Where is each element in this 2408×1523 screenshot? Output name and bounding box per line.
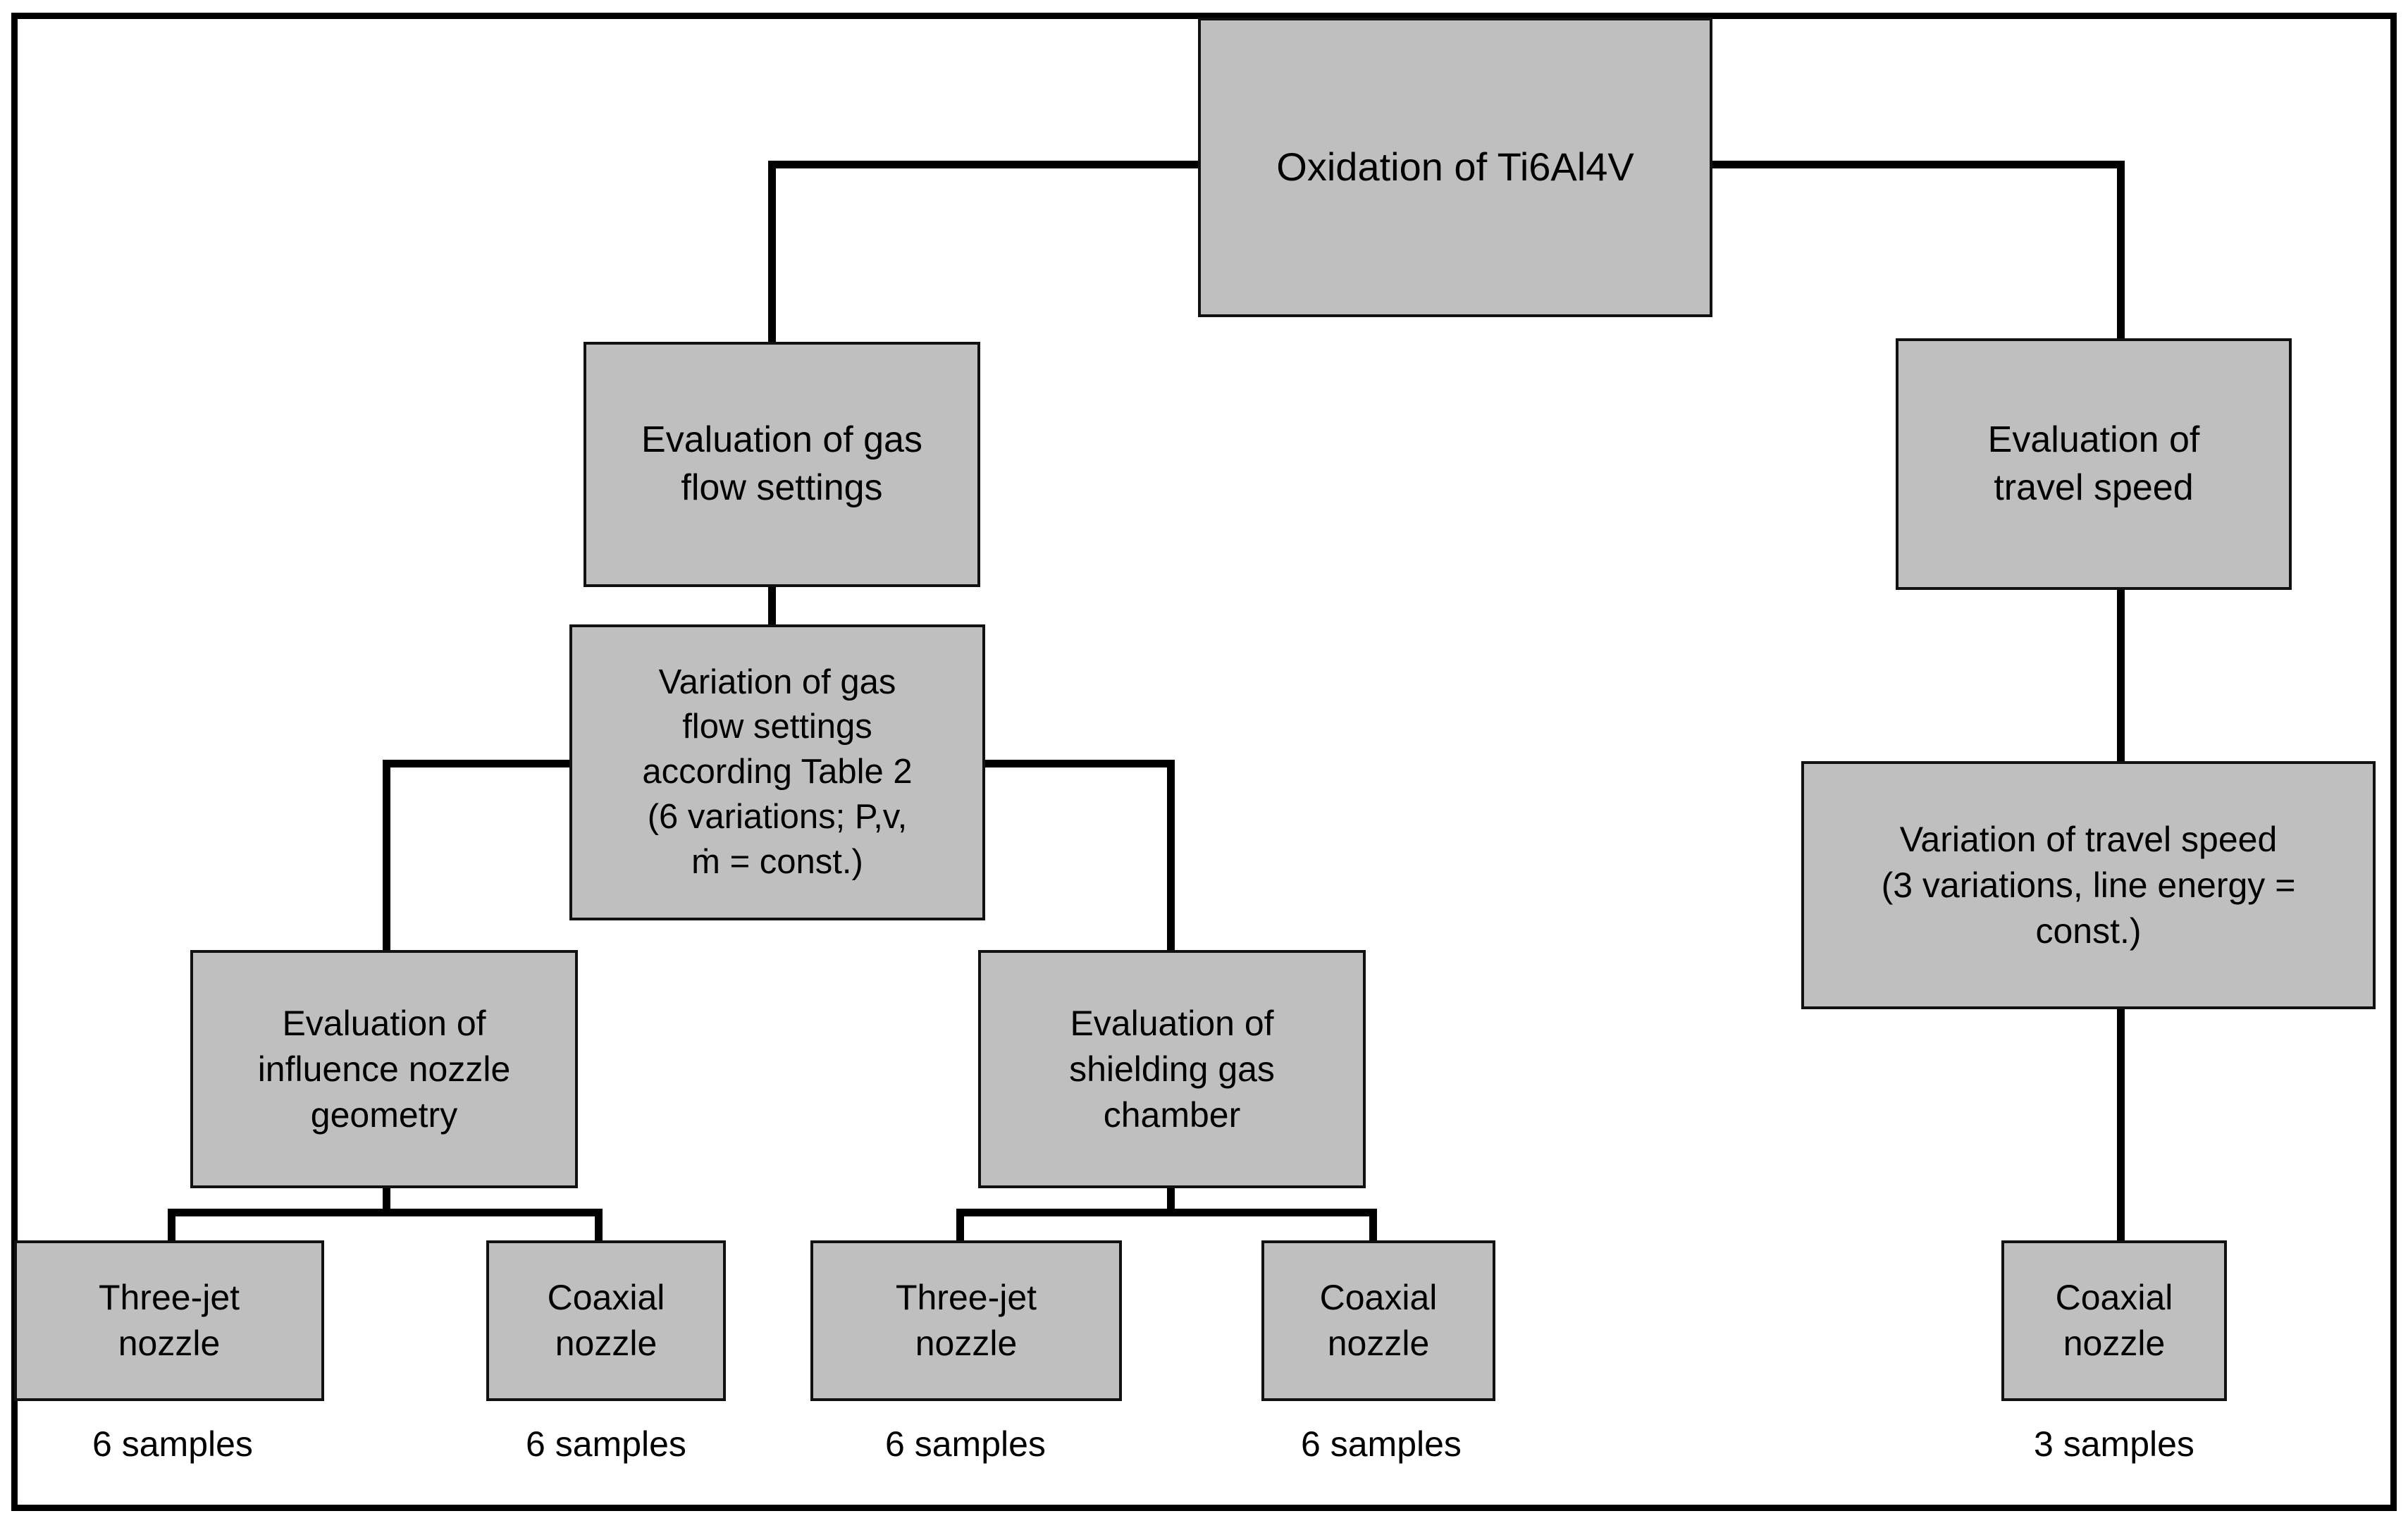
connector-travelspeed-to-variation [2117, 585, 2125, 765]
node-leaf-5-label: Coaxial nozzle [2055, 1278, 2173, 1363]
diagram-outer-border [11, 13, 2397, 1511]
node-leaf-1-label: Three-jet nozzle [98, 1278, 240, 1363]
connector-variation-left-vertical [383, 760, 390, 950]
node-travel-speed-variation[interactable]: Variation of travel speed (3 variations,… [1801, 761, 2376, 1009]
connector-root-left-vertical [768, 161, 776, 342]
caption-samples-2: 6 samples [526, 1424, 686, 1464]
caption-samples-3: 6 samples [885, 1424, 1046, 1464]
node-root-label: Oxidation of Ti6Al4V [1276, 144, 1634, 190]
connector-variation-right-vertical [1167, 760, 1175, 950]
node-gas-flow-evaluation[interactable]: Evaluation of gas flow settings [584, 342, 980, 587]
connector-shielding-crossbar [956, 1209, 1377, 1216]
connector-nozzlegeom-crossbar [168, 1209, 603, 1216]
connector-nozzlegeom-drop-left [168, 1209, 175, 1247]
connector-root-right-horizontal [1705, 161, 2125, 168]
node-shielding-gas-chamber-evaluation[interactable]: Evaluation of shielding gas chamber [978, 950, 1366, 1188]
connector-shielding-drop-left [956, 1209, 964, 1247]
node-gas-flow-variation[interactable]: Variation of gas flow settings according… [569, 624, 985, 920]
connector-root-right-vertical [2117, 161, 2125, 342]
connector-gasflow-to-variation [768, 585, 776, 627]
connector-variation-left-horizontal [383, 760, 569, 767]
node-root-oxidation[interactable]: Oxidation of Ti6Al4V [1198, 18, 1712, 317]
node-leaf-three-jet-nozzle-shielding[interactable]: Three-jet nozzle [810, 1240, 1122, 1401]
node-leaf-coaxial-nozzle-geometry[interactable]: Coaxial nozzle [486, 1240, 726, 1401]
node-leaf-coaxial-nozzle-shielding[interactable]: Coaxial nozzle [1261, 1240, 1495, 1401]
connector-shielding-stem [1167, 1184, 1175, 1214]
node-nozzle-geometry-evaluation-label: Evaluation of influence nozzle geometry [257, 1003, 511, 1135]
caption-samples-4: 6 samples [1301, 1424, 1462, 1464]
node-travel-speed-variation-label: Variation of travel speed (3 variations,… [1881, 819, 2296, 951]
node-shielding-gas-chamber-evaluation-label: Evaluation of shielding gas chamber [1069, 1003, 1275, 1135]
node-leaf-three-jet-nozzle-geometry[interactable]: Three-jet nozzle [14, 1240, 324, 1401]
node-travel-speed-evaluation[interactable]: Evaluation of travel speed [1896, 338, 2292, 590]
caption-samples-1: 6 samples [92, 1424, 253, 1464]
node-leaf-2-label: Coaxial nozzle [547, 1278, 665, 1363]
node-leaf-3-label: Three-jet nozzle [895, 1278, 1037, 1363]
node-leaf-coaxial-nozzle-travel-speed[interactable]: Coaxial nozzle [2001, 1240, 2227, 1401]
caption-samples-5: 3 samples [2034, 1424, 2194, 1464]
node-leaf-4-label: Coaxial nozzle [1319, 1278, 1438, 1363]
connector-nozzlegeom-stem [383, 1184, 390, 1214]
node-nozzle-geometry-evaluation[interactable]: Evaluation of influence nozzle geometry [190, 950, 578, 1188]
connector-root-left-horizontal [768, 161, 1205, 168]
node-gas-flow-evaluation-label: Evaluation of gas flow settings [641, 419, 922, 508]
connector-nozzlegeom-drop-right [595, 1209, 603, 1247]
node-gas-flow-variation-label: Variation of gas flow settings according… [642, 662, 913, 881]
node-travel-speed-evaluation-label: Evaluation of travel speed [1987, 419, 2200, 508]
connector-variation-right-horizontal [981, 760, 1175, 767]
connector-travelvariation-to-leaf [2117, 1009, 2125, 1249]
connector-shielding-drop-right [1369, 1209, 1377, 1247]
